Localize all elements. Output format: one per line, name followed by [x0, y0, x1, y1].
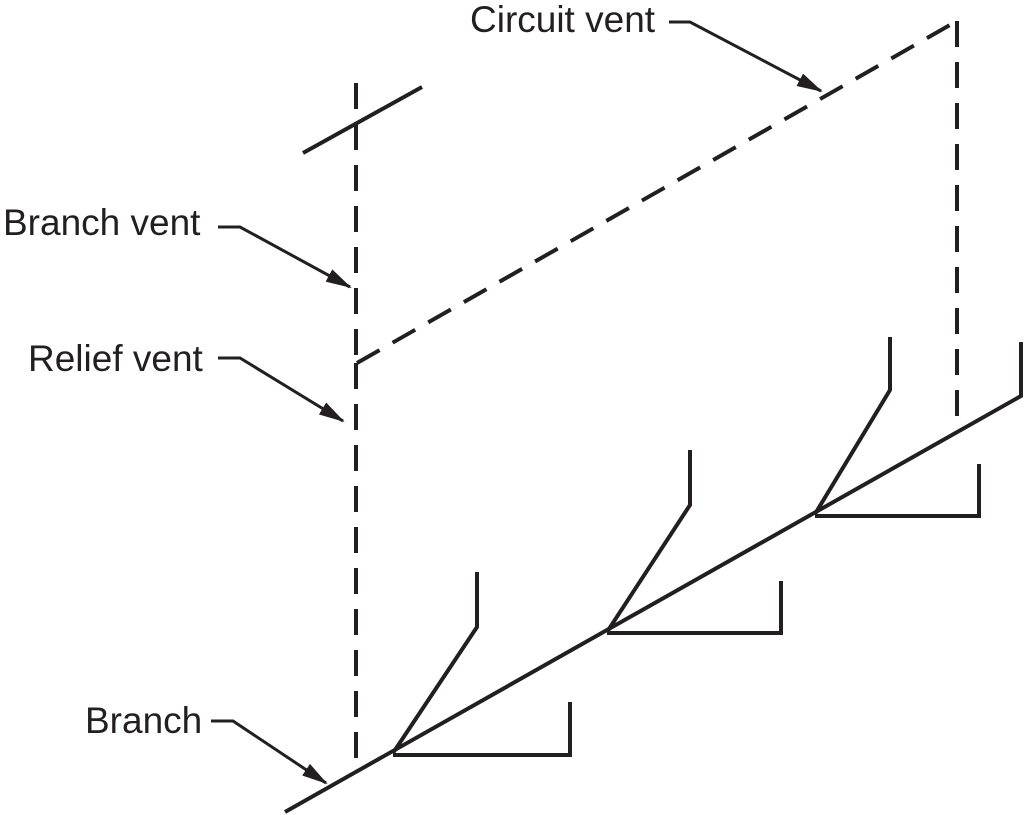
- fixture-3-vent-riser: [813, 337, 892, 516]
- fixture-3-trap-arm: [815, 464, 981, 518]
- fixture-2-trap-arm: [607, 581, 783, 635]
- circuit-vent-pipe-dashed: [356, 19, 958, 365]
- circuit-vent-label: Circuit vent: [470, 0, 656, 40]
- branch-leader-arrow: [211, 719, 328, 785]
- fixture-2-vent-riser: [605, 450, 692, 634]
- pipe-break-symbol: [302, 85, 423, 155]
- fixture-1-trap-arm: [393, 702, 572, 757]
- branch-vent-label: Branch vent: [3, 202, 201, 243]
- relief-vent-leader-arrow: [218, 356, 345, 423]
- relief-vent-label: Relief vent: [28, 338, 204, 379]
- branch-vent-leader-arrow: [218, 225, 352, 289]
- branch-pipe: [284, 342, 1023, 814]
- branch-label: Branch: [85, 700, 202, 741]
- circuit-vent-leader-arrow: [669, 20, 823, 93]
- fixture-1-vent-riser: [391, 572, 479, 755]
